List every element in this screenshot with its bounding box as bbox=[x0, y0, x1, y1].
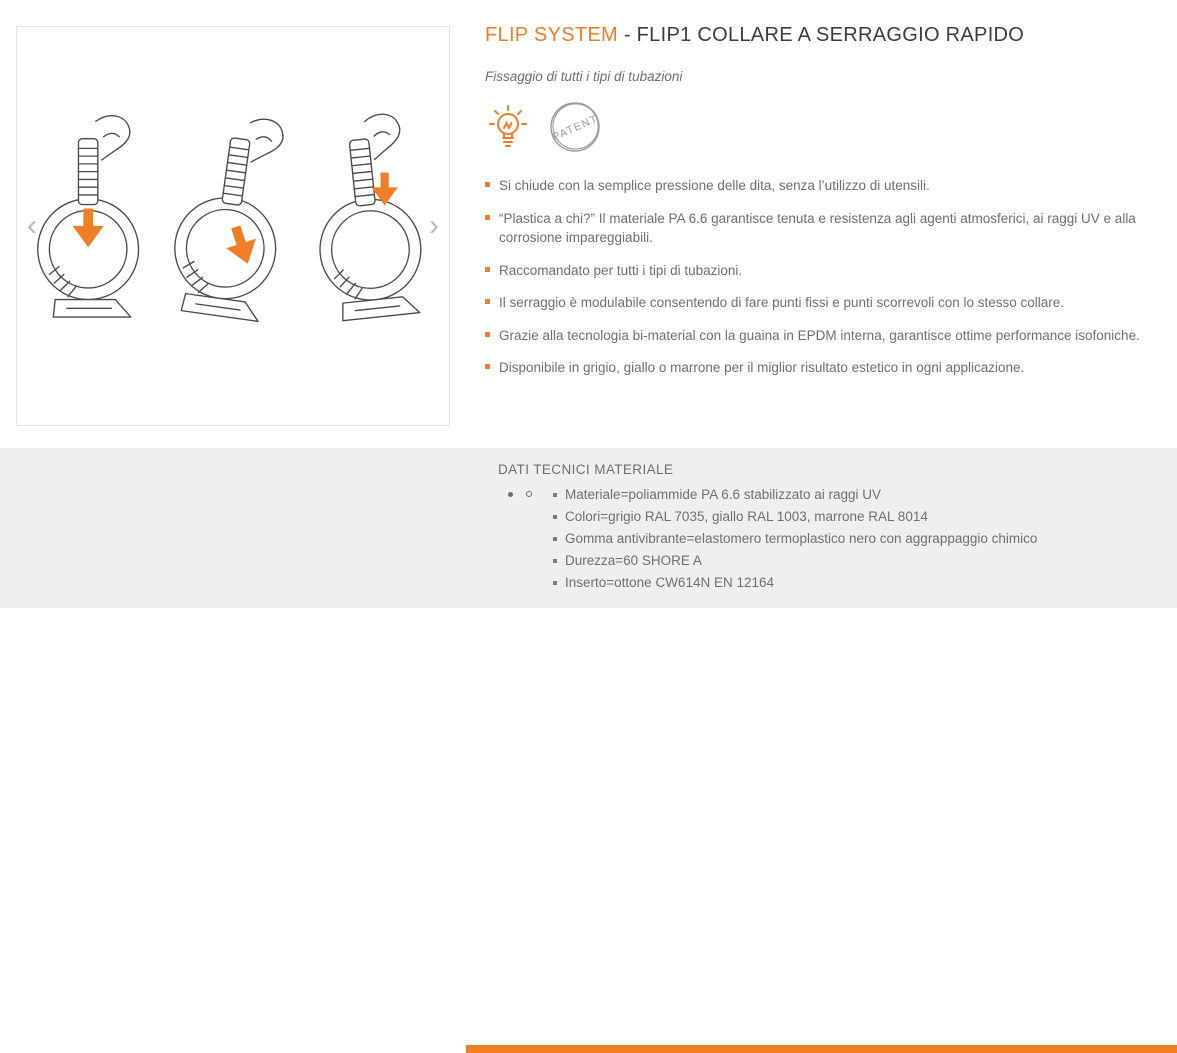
product-drawing-3 bbox=[310, 110, 429, 323]
orange-square-bullet-icon bbox=[485, 331, 490, 337]
spec-list: Materiale=poliammide PA 6.6 stabilizzato… bbox=[553, 488, 1037, 598]
gray-square-bullet-icon bbox=[553, 493, 557, 497]
feature-text: Si chiude con la semplice pressione dell… bbox=[499, 178, 930, 193]
spec-item: Durezza=60 SHORE A bbox=[553, 554, 1037, 568]
carousel-prev-button[interactable]: ‹ bbox=[27, 209, 37, 242]
accent-bar bbox=[466, 1045, 1177, 1053]
circle-bullet-icon bbox=[526, 491, 532, 497]
spec-item: Materiale=poliammide PA 6.6 stabilizzato… bbox=[553, 488, 1037, 502]
disc-bullet-icon bbox=[508, 491, 513, 497]
tech-specs-heading: DATI TECNICI MATERIALE bbox=[498, 462, 674, 477]
feature-item: Disponibile in grigio, giallo o marrone … bbox=[485, 358, 1140, 378]
spec-text: Colori=grigio RAL 7035, giallo RAL 1003,… bbox=[565, 509, 928, 524]
spec-item: Inserto=ottone CW614N EN 12164 bbox=[553, 576, 1037, 590]
feature-item: Raccomandato per tutti i tipi di tubazio… bbox=[485, 261, 1140, 281]
product-drawing-2 bbox=[170, 109, 295, 324]
feature-text: Disponibile in grigio, giallo o marrone … bbox=[499, 360, 1025, 376]
orange-square-bullet-icon bbox=[485, 182, 490, 187]
image-carousel: ‹ › bbox=[16, 26, 450, 426]
title-product: - FLIP1 COLLARE A SERRAGGIO RAPIDO bbox=[623, 24, 1025, 46]
feature-text: Raccomandato per tutti i tipi di tubazio… bbox=[499, 262, 743, 278]
patent-label: PATENT bbox=[551, 112, 601, 143]
spec-text: Inserto=ottone CW614N EN 12164 bbox=[565, 575, 774, 590]
orange-square-bullet-icon bbox=[485, 266, 490, 272]
feature-list: Si chiude con la semplice pressione dell… bbox=[485, 176, 1150, 378]
tech-specs-inner: DATI TECNICI MATERIALE Materiale=poliamm… bbox=[0, 448, 1177, 608]
title-brand: FLIP SYSTEM bbox=[485, 24, 618, 46]
product-page: { "colors": { "accent": "#F07E26", "sect… bbox=[0, 24, 1177, 1053]
feature-item: Il serraggio è modulabile consentendo di… bbox=[485, 293, 1140, 313]
gray-square-bullet-icon bbox=[553, 515, 557, 519]
product-info: FLIP SYSTEM - FLIP1 COLLARE A SERRAGGIO … bbox=[485, 24, 1150, 391]
lightbulb-icon bbox=[489, 105, 527, 147]
patent-stamp-icon: PATENT bbox=[550, 102, 601, 152]
badge-icons: PATENT bbox=[485, 100, 1150, 154]
spec-text: Materiale=poliammide PA 6.6 stabilizzato… bbox=[565, 487, 882, 502]
orange-square-bullet-icon bbox=[485, 214, 490, 220]
spec-text: Durezza=60 SHORE A bbox=[565, 553, 702, 568]
feature-item: Si chiude con la semplice pressione dell… bbox=[485, 176, 1140, 196]
feature-item: “Plastica a chi?” Il materiale PA 6.6 ga… bbox=[485, 209, 1140, 248]
orange-square-bullet-icon bbox=[485, 364, 490, 370]
gray-square-bullet-icon bbox=[553, 559, 557, 563]
feature-text: “Plastica a chi?” Il materiale PA 6.6 ga… bbox=[499, 210, 1136, 246]
spec-item: Gomma antivibrante=elastomero termoplast… bbox=[553, 532, 1037, 546]
product-subtitle: Fissaggio di tutti i tipi di tubazioni bbox=[485, 69, 683, 84]
feature-item: Grazie alla tecnologia bi-material con l… bbox=[485, 326, 1140, 346]
spec-text: Gomma antivibrante=elastomero termoplast… bbox=[565, 531, 1038, 546]
gray-square-bullet-icon bbox=[553, 537, 557, 541]
feature-text: Il serraggio è modulabile consentendo di… bbox=[499, 295, 1065, 311]
page-title: FLIP SYSTEM - FLIP1 COLLARE A SERRAGGIO … bbox=[485, 24, 1150, 47]
tech-specs-section: DATI TECNICI MATERIALE Materiale=poliamm… bbox=[0, 448, 1177, 1053]
nested-list-bullets bbox=[508, 491, 532, 497]
spec-item: Colori=grigio RAL 7035, giallo RAL 1003,… bbox=[553, 510, 1037, 524]
gray-square-bullet-icon bbox=[553, 581, 557, 585]
product-drawing-1 bbox=[37, 115, 140, 318]
orange-square-bullet-icon bbox=[485, 299, 490, 305]
carousel-slides bbox=[17, 109, 449, 337]
carousel-next-button[interactable]: › bbox=[429, 209, 439, 242]
feature-text: Grazie alla tecnologia bi-material con l… bbox=[499, 327, 1140, 343]
